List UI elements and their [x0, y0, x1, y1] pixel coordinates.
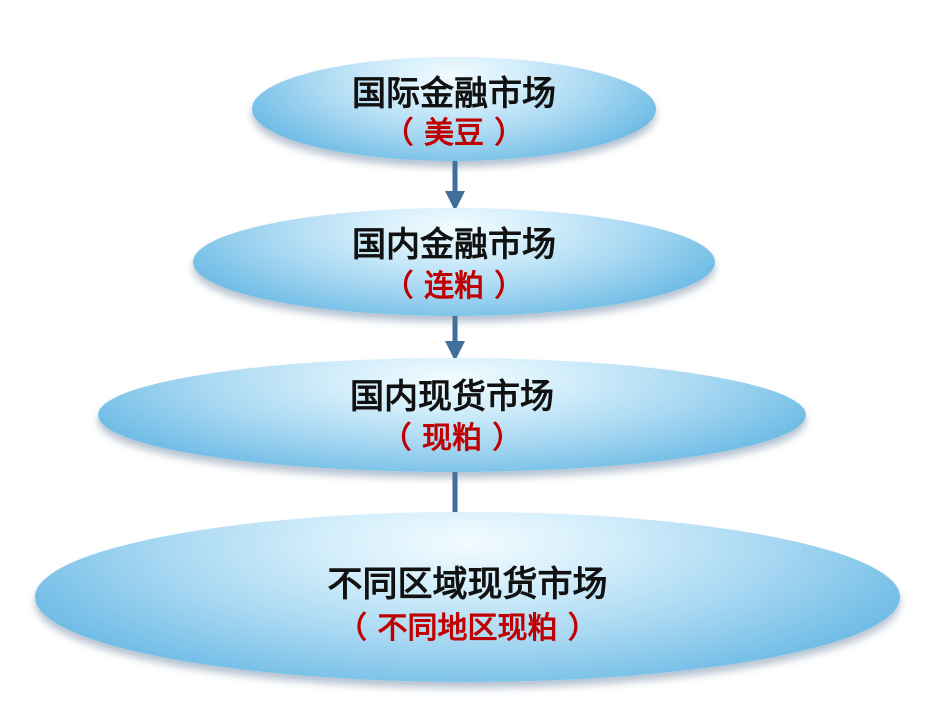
- node-subtitle: （ 现粕 ）: [381, 421, 523, 456]
- node-international-financial-market: 国际金融市场 （ 美豆 ）: [252, 57, 656, 161]
- node-subtitle: （ 美豆 ）: [383, 116, 525, 151]
- node-subtitle: （ 不同地区现粕 ）: [337, 611, 598, 646]
- node-domestic-financial-market: 国内金融市场 （ 连粕 ）: [193, 208, 715, 316]
- node-domestic-spot-market: 国内现货市场 （ 现粕 ）: [98, 358, 806, 472]
- node-title: 国际金融市场: [352, 74, 556, 114]
- node-title: 国内金融市场: [352, 225, 556, 265]
- node-regional-spot-market: 不同区域现货市场 （ 不同地区现粕 ）: [35, 512, 900, 682]
- node-subtitle: （ 连粕 ）: [383, 269, 525, 304]
- node-title: 国内现货市场: [350, 377, 554, 417]
- node-title: 不同区域现货市场: [327, 565, 608, 605]
